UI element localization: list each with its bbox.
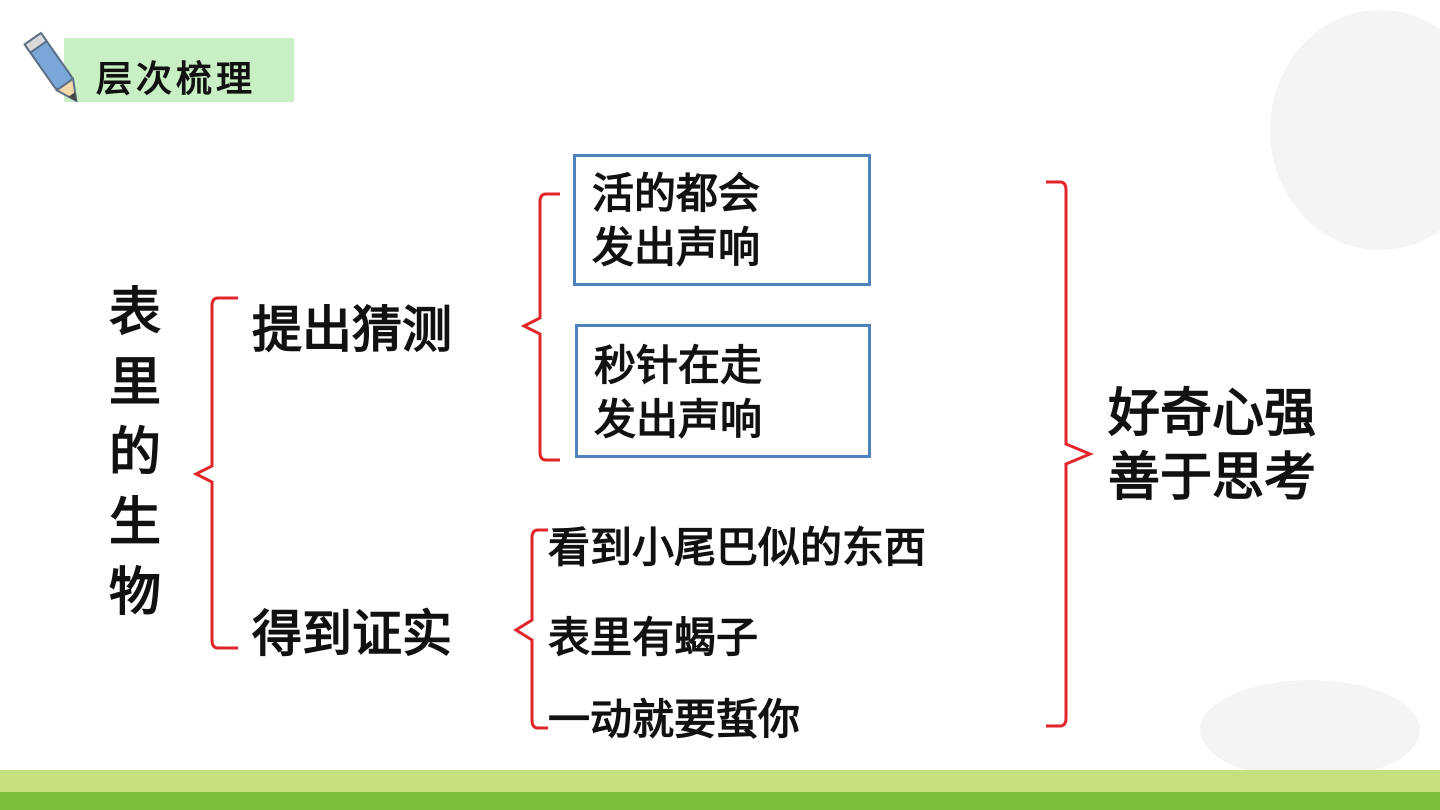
guess-box-2: 秒针在走 发出声响 (575, 324, 871, 458)
conclusion-bracket (1046, 180, 1094, 728)
guess-bracket (520, 192, 560, 462)
guess-box-1-line2: 发出声响 (592, 223, 761, 272)
confirm-item-2: 表里有蝎子 (548, 613, 759, 662)
root-char: 的 (108, 423, 161, 483)
confirm-item-3: 一动就要蜇你 (548, 695, 801, 744)
confirm-item-1: 看到小尾巴似的东西 (548, 523, 927, 572)
guess-box-2-line2: 发出声响 (594, 395, 763, 444)
root-char: 生 (108, 493, 161, 553)
guess-box-2-line1: 秒针在走 (594, 341, 763, 390)
guess-box-1: 活的都会 发出声响 (573, 154, 871, 286)
conclusion-line2: 善于思考 (1108, 448, 1317, 508)
branch-confirm-label: 得到证实 (252, 605, 452, 663)
confirm-bracket (513, 528, 548, 730)
pencil-icon (23, 31, 78, 103)
section-tag (64, 38, 294, 102)
footer-bar-dark (0, 792, 1440, 810)
footer-bar-light (0, 770, 1440, 792)
root-bracket (192, 296, 238, 650)
conclusion-line1: 好奇心强 (1108, 384, 1317, 444)
guess-box-1-line1: 活的都会 (592, 169, 761, 218)
root-char: 物 (108, 563, 161, 623)
background-blob (1200, 680, 1420, 780)
root-topic: 表 里 的 生 物 (104, 278, 166, 628)
section-title: 层次梳理 (96, 59, 257, 100)
root-char: 表 (108, 283, 161, 343)
root-char: 里 (108, 353, 161, 413)
background-blob (1270, 10, 1440, 250)
branch-guess-label: 提出猜测 (252, 301, 452, 359)
conclusion: 好奇心强 善于思考 (1108, 382, 1316, 510)
